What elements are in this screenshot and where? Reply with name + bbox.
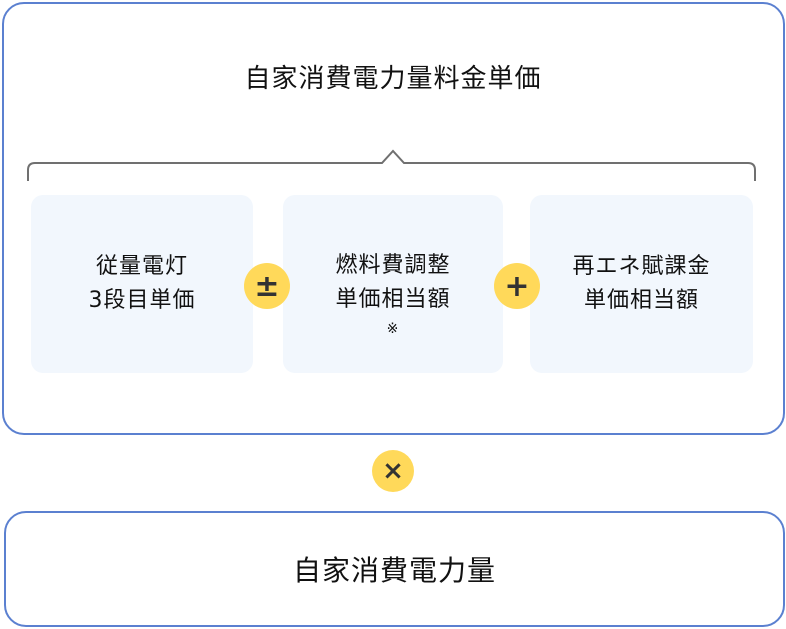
card-line: 燃料費調整 bbox=[335, 253, 451, 278]
card-line: 3段目単価 bbox=[88, 288, 196, 313]
card-line: 従量電灯 bbox=[95, 254, 188, 279]
card-tiered-rate: 従量電灯 3段目単価 bbox=[31, 195, 253, 373]
card-line: 再エネ賦課金 bbox=[572, 254, 711, 279]
card-note: ※ bbox=[386, 321, 400, 337]
card-fuel-adjustment: 燃料費調整 単価相当額 ※ bbox=[283, 195, 503, 373]
plus-minus-icon: ± bbox=[244, 263, 290, 309]
self-consumption-label: 自家消費電力量 bbox=[292, 554, 496, 587]
card-line: 単価相当額 bbox=[583, 288, 699, 313]
times-icon: × bbox=[372, 450, 414, 492]
unit-price-box bbox=[2, 2, 785, 435]
bracket bbox=[27, 149, 756, 181]
unit-price-title: 自家消費電力量料金単価 bbox=[244, 64, 542, 94]
plus-icon: + bbox=[494, 263, 540, 309]
card-renewable-levy: 再エネ賦課金 単価相当額 bbox=[530, 195, 753, 373]
card-line: 単価相当額 bbox=[335, 287, 451, 312]
self-consumption-box: 自家消費電力量 bbox=[4, 511, 785, 627]
